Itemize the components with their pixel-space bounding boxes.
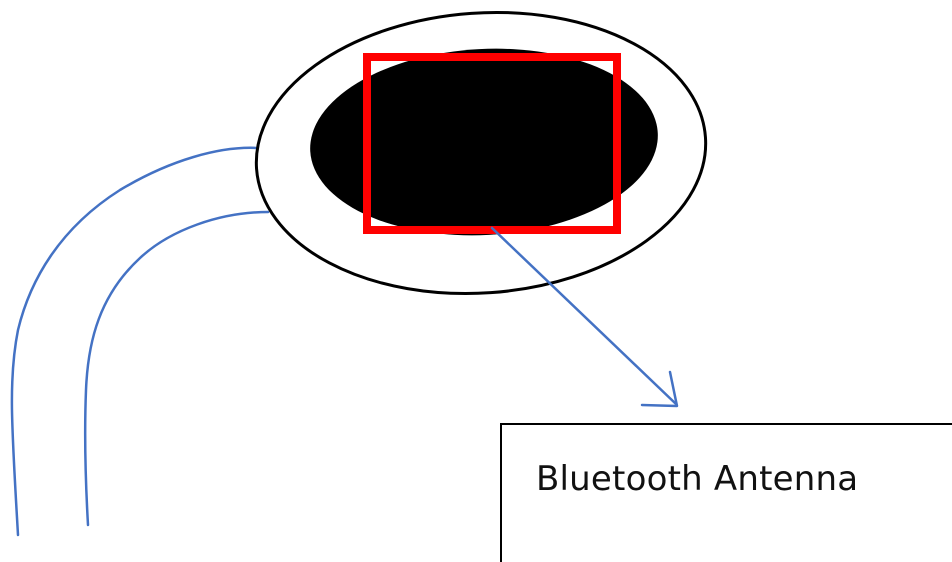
pointer-arrow-line (490, 226, 678, 406)
antenna-highlight-box (363, 53, 621, 234)
cable-wire-inner (83, 210, 270, 527)
cable-wire-outer (10, 146, 260, 537)
earbud-driver (310, 48, 658, 236)
callout-label-box: Bluetooth Antenna (500, 423, 952, 562)
callout-label-text: Bluetooth Antenna (536, 459, 859, 499)
pointer-arrow-head (640, 370, 679, 408)
